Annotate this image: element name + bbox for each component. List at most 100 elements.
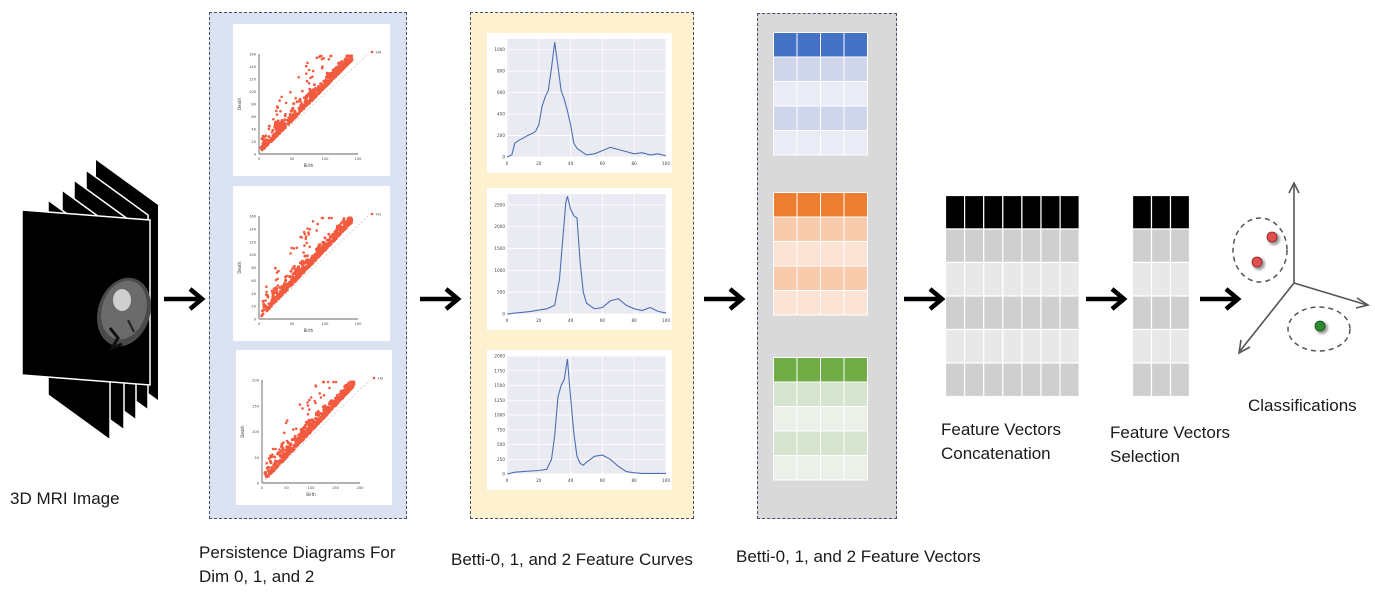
vector-cell (820, 430, 845, 456)
tick-label: 160 (249, 215, 257, 219)
mri-label: 3D MRI Image (10, 489, 120, 508)
axis-label: Birth (304, 328, 314, 333)
tick-label: 1500 (494, 246, 505, 251)
tick-label: 40 (251, 292, 256, 296)
table-cell (1132, 295, 1153, 331)
table-cell (1169, 362, 1190, 397)
table-cell (945, 362, 966, 397)
tick-label: 0 (502, 155, 505, 160)
plot-area (507, 39, 666, 157)
table-cell (1021, 195, 1042, 230)
tick-label: 0 (502, 312, 505, 317)
tick-label: 100 (252, 430, 260, 434)
vector-cell (773, 32, 798, 58)
tick-label: 100 (322, 322, 330, 326)
table-cell (1021, 261, 1042, 297)
vector-cell (796, 455, 821, 481)
tick-label: 100 (662, 478, 670, 483)
table-cell (1132, 328, 1153, 364)
table-cell (945, 228, 966, 264)
tick-label: 0 (254, 153, 257, 157)
table-cell (1169, 328, 1190, 364)
vector-cell (843, 265, 868, 291)
table-cell (983, 328, 1004, 364)
table-cell (1132, 261, 1153, 297)
vector-cell (773, 81, 798, 107)
vector-cell (843, 430, 868, 456)
table-cell (1002, 362, 1023, 397)
tick-label: 0 (254, 318, 257, 322)
tick-label: 50 (290, 157, 295, 161)
series-line (506, 358, 666, 475)
tick-label: 0 (258, 157, 261, 161)
tick-label: 100 (662, 318, 670, 323)
vector-cell (773, 357, 798, 383)
class-point-red (1266, 231, 1278, 243)
tick-label: 1250 (494, 398, 505, 403)
vector-cell (796, 56, 821, 82)
table-cell (1040, 362, 1061, 397)
tick-label: 20 (536, 161, 542, 166)
vector-cell (796, 265, 821, 291)
tick-label: 150 (355, 322, 363, 326)
vector-cell (843, 357, 868, 383)
vector-cell (773, 430, 798, 456)
tick-label: 600 (497, 90, 505, 95)
vector-cell (773, 216, 798, 242)
table-cell (1150, 295, 1172, 331)
table-cell (983, 295, 1004, 331)
tick-label: 140 (249, 227, 257, 231)
tick-label: 100 (322, 157, 330, 161)
tick-label: 100 (662, 161, 670, 166)
legend-label: H1 (376, 212, 382, 217)
tick-label: 20 (251, 140, 256, 144)
brain-scan (97, 277, 151, 352)
table-cell (1021, 295, 1042, 331)
tick-label: 40 (568, 161, 574, 166)
vector-cell (773, 265, 798, 291)
vector-cell (773, 381, 798, 407)
table-cell (1150, 362, 1172, 397)
table-cell (1150, 328, 1172, 364)
vector-cell (796, 430, 821, 456)
vector-cell (820, 455, 845, 481)
scatter-points (263, 380, 356, 479)
tick-label: 2500 (494, 202, 505, 207)
table-cell (964, 261, 985, 297)
tick-label: 50 (290, 322, 295, 326)
vector-cell (843, 381, 868, 407)
tick-label: 20 (536, 478, 542, 483)
vector-cell (796, 357, 821, 383)
vector-cell (820, 406, 845, 432)
vector-cell (820, 105, 845, 131)
axis-label: Birth (306, 492, 316, 497)
vector-cell (773, 130, 798, 156)
concatenated-feature-table (945, 195, 1080, 397)
tick-label: 200 (357, 486, 365, 490)
table-cell (1002, 295, 1023, 331)
classifications-label: Classifications (1248, 396, 1357, 415)
tick-label: 0 (502, 472, 505, 477)
vector-cell (796, 290, 821, 316)
tick-label: 80 (251, 103, 256, 107)
vector-cell (796, 105, 821, 131)
class-cluster-green (1287, 306, 1351, 352)
table-cell (1040, 195, 1061, 230)
table-cell (1059, 261, 1080, 297)
table-cell (1132, 228, 1153, 264)
arrow-right-icon (904, 287, 946, 311)
3d-axes-icon (1232, 181, 1371, 355)
legend-label: H2 (378, 376, 384, 381)
tick-label: 50 (254, 456, 259, 460)
table-cell (964, 362, 985, 397)
axis-label: Death (237, 97, 242, 110)
tick-label: 2000 (494, 354, 505, 359)
tick-label: 60 (600, 478, 606, 483)
tick-label: 1500 (494, 383, 505, 388)
tick-label: 20 (536, 318, 542, 323)
vector-cell (820, 130, 845, 156)
series-line (506, 42, 667, 158)
table-cell (1169, 228, 1190, 264)
